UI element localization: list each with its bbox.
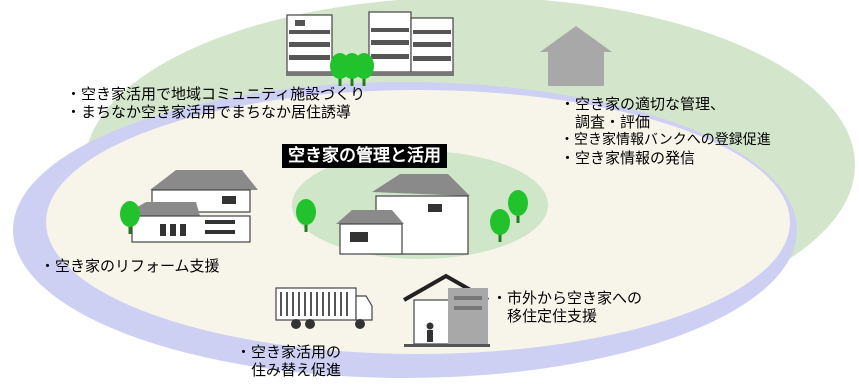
two-story-house-icon	[122, 170, 258, 243]
diagram-title: 空き家の管理と活用	[282, 144, 447, 168]
residence-icon	[336, 174, 470, 255]
label-management-line-2: 調査・評価	[560, 113, 651, 131]
label-management-line-1: ・空き家の適切な管理、	[560, 95, 726, 113]
label-community-line-1: ・空き家活用で地域コミュニティ施設づくり	[66, 85, 366, 103]
label-moving-line-1: ・空き家活用の	[236, 343, 342, 361]
label-community-line-2: ・まちなか空き家活用でまちなか居住誘導	[66, 103, 352, 121]
house-silhouette-icon	[540, 26, 612, 86]
label-management-line-4: ・空き家情報の発信	[560, 149, 696, 167]
label-migration-line-2: 移住定住支援	[492, 307, 598, 325]
label-reform: ・空き家のリフォーム支援	[40, 257, 220, 275]
label-moving-line-2: 住み替え促進	[236, 361, 342, 379]
shed-with-person-icon	[403, 273, 490, 347]
label-management-line-3: ・空き家情報バンクへの登録促進	[560, 132, 771, 148]
moving-truck-icon	[275, 287, 373, 329]
label-migration-line-1: ・市外から空き家への	[492, 289, 643, 307]
